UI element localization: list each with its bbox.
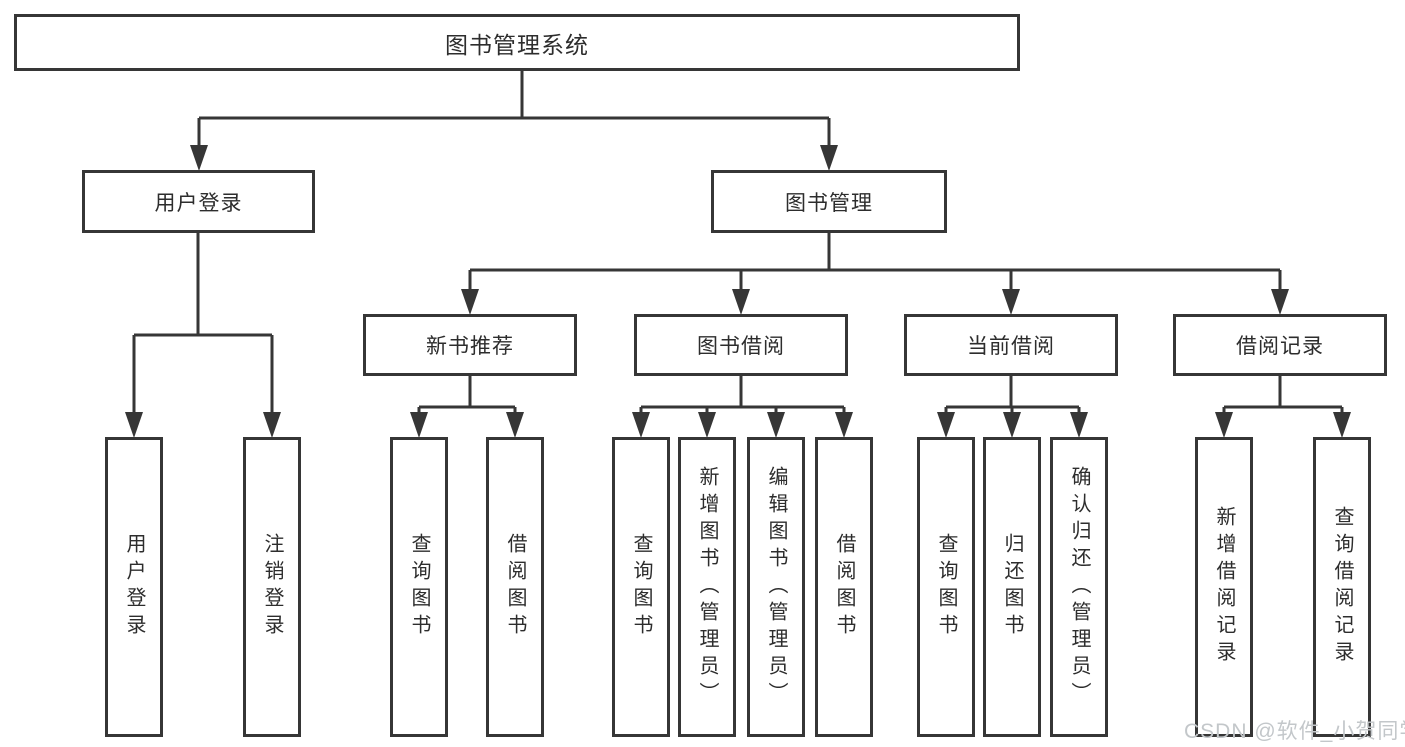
leaf-user-login-label: 用户登录 — [123, 533, 145, 641]
leaf-recommend-borrow-books: 借阅图书 — [486, 437, 544, 737]
arrowhead-icons — [125, 145, 1351, 438]
leaf-current-query-books-label: 查询图书 — [935, 533, 957, 641]
leaf-recommend-borrow-books-label: 借阅图书 — [504, 533, 526, 641]
node-borrowing-records: 借阅记录 — [1173, 314, 1387, 376]
node-borrowing-records-label: 借阅记录 — [1236, 335, 1324, 358]
leaf-records-add-record: 新增借阅记录 — [1195, 437, 1253, 737]
csdn-watermark: CSDN @软件_小贺同学 — [1184, 720, 1405, 743]
leaf-current-return-books: 归还图书 — [983, 437, 1041, 737]
leaf-borrowing-query-books-label: 查询图书 — [630, 533, 652, 641]
node-current-borrowing-label: 当前借阅 — [967, 335, 1055, 358]
node-book-borrowing-label: 图书借阅 — [697, 335, 785, 358]
node-book-management-label: 图书管理 — [785, 191, 873, 215]
node-user-login-label: 用户登录 — [154, 191, 243, 215]
node-book-management: 图书管理 — [711, 170, 947, 233]
leaf-current-confirm-return-admin-label: 确认归还（管理员） — [1068, 465, 1090, 709]
leaf-records-query-record-label: 查询借阅记录 — [1331, 506, 1353, 668]
leaf-records-add-record-label: 新增借阅记录 — [1213, 506, 1235, 668]
leaf-recommend-query-books-label: 查询图书 — [408, 533, 430, 641]
leaf-current-query-books: 查询图书 — [917, 437, 975, 737]
leaf-borrowing-query-books: 查询图书 — [612, 437, 670, 737]
leaf-logout: 注销登录 — [243, 437, 301, 737]
node-book-borrowing: 图书借阅 — [634, 314, 848, 376]
leaf-borrowing-edit-books-admin: 编辑图书（管理员） — [747, 437, 805, 737]
node-new-book-recommendation: 新书推荐 — [363, 314, 577, 376]
leaf-borrowing-add-books-admin-label: 新增图书（管理员） — [696, 465, 718, 709]
node-user-login: 用户登录 — [82, 170, 315, 233]
node-current-borrowing: 当前借阅 — [904, 314, 1118, 376]
leaf-current-return-books-label: 归还图书 — [1001, 533, 1023, 641]
leaf-current-confirm-return-admin: 确认归还（管理员） — [1050, 437, 1108, 737]
node-root-system: 图书管理系统 — [14, 14, 1020, 71]
leaf-user-login: 用户登录 — [105, 437, 163, 737]
leaf-borrowing-add-books-admin: 新增图书（管理员） — [678, 437, 736, 737]
leaf-borrowing-borrow-books: 借阅图书 — [815, 437, 873, 737]
leaf-records-query-record: 查询借阅记录 — [1313, 437, 1371, 737]
leaf-borrowing-borrow-books-label: 借阅图书 — [833, 533, 855, 641]
leaf-logout-label: 注销登录 — [261, 533, 283, 641]
node-new-book-recommendation-label: 新书推荐 — [426, 335, 514, 358]
leaf-borrowing-edit-books-admin-label: 编辑图书（管理员） — [765, 465, 787, 709]
node-root-label: 图书管理系统 — [445, 31, 589, 58]
leaf-recommend-query-books: 查询图书 — [390, 437, 448, 737]
